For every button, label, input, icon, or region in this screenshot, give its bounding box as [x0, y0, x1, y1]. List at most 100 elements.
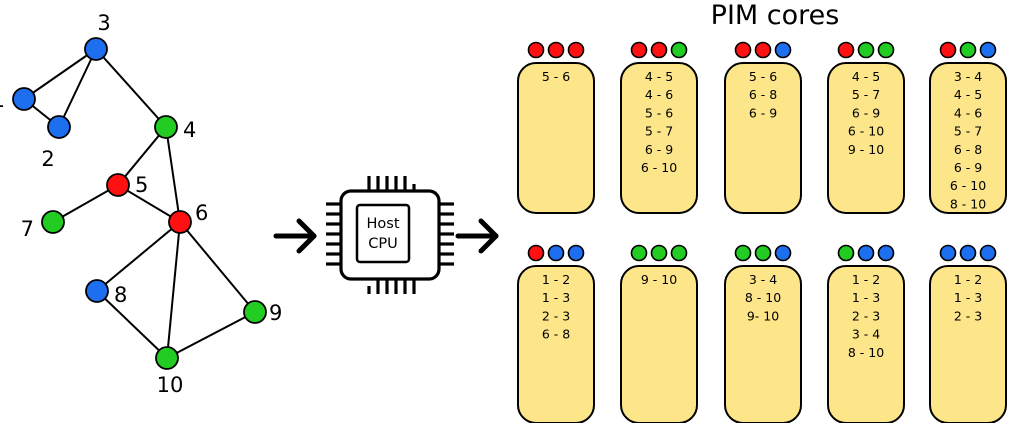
pim-core-5-color-dot-3: [979, 41, 997, 59]
graph-node-8: [85, 279, 109, 303]
graph-nodes: [12, 37, 267, 370]
pim-core-5-edge-8: 8 - 10: [950, 196, 986, 211]
arrow-host-to-cores-icon: [455, 218, 499, 254]
pim-core-6: 1 - 2 1 - 3 2 - 3 6 - 8: [517, 244, 595, 423]
graph-node-6: [168, 210, 192, 234]
pim-core-7: 9 - 10: [620, 244, 698, 423]
pim-core-4-edge-5: 9 - 10: [848, 142, 884, 157]
pim-core-2-edge-3: 5 - 6: [645, 105, 673, 120]
pim-core-8-color-dot-1: [734, 244, 752, 262]
pim-core-10-color-dot-1: [939, 244, 957, 262]
pim-core-1: 5 - 6: [517, 41, 595, 214]
graph-node-3: [84, 37, 108, 61]
pim-core-3-edge-3: 6 - 9: [749, 105, 777, 120]
pim-core-3-edge-2: 6 - 8: [749, 87, 777, 102]
graph-node-label-10: 10: [157, 373, 184, 397]
pim-core-4-color-dot-3: [877, 41, 895, 59]
pim-core-5-color-dot-2: [959, 41, 977, 59]
pim-core-2-edge-1: 4 - 5: [645, 69, 673, 84]
pim-core-10-edge-2: 1 - 3: [954, 290, 982, 305]
pim-core-9-color-dot-3: [877, 244, 895, 262]
graph-node-5: [106, 173, 130, 197]
pim-core-7-card: [620, 265, 698, 423]
pim-core-2-edge-2: 4 - 6: [645, 87, 673, 102]
arrow-graph-to-host-icon: [273, 218, 317, 254]
graph-edge-4-5: [117, 126, 167, 186]
pim-core-7-edge-1: 9 - 10: [641, 272, 677, 287]
pim-core-4: 4 - 55 - 76 - 96 - 109 - 10: [827, 41, 905, 214]
pim-core-9-color-dot-2: [857, 244, 875, 262]
pim-core-9-edge-1: 1 - 2: [852, 272, 880, 287]
pim-core-5-edge-6: 6 - 9: [954, 160, 982, 175]
graph-node-7: [41, 210, 65, 234]
pim-core-2-edge-6: 6 - 10: [641, 160, 677, 175]
graph-node-10: [155, 346, 179, 370]
pim-core-9-card: [827, 265, 905, 423]
pim-core-5-edge-3: 4 - 6: [954, 105, 982, 120]
pim-core-2: 4 - 54 - 65 - 65 - 76 - 96 - 10: [620, 41, 698, 214]
graph-edge-5-6: [117, 184, 181, 223]
pim-core-6-edge-4: 6 - 8: [542, 327, 570, 342]
pim-core-6-edge-1: 1 - 2: [542, 272, 570, 287]
graph-node-label-6: 6: [195, 201, 208, 225]
pim-core-6-color-dot-2: [547, 244, 565, 262]
pim-core-5-color-dot-1: [939, 41, 957, 59]
graph-edge-9-10: [166, 311, 256, 359]
pim-core-7-color-dot-3: [670, 244, 688, 262]
pim-core-4-card: [827, 62, 905, 214]
pim-core-4-edge-2: 5 - 7: [852, 87, 880, 102]
pim-core-5-edge-7: 6 - 10: [950, 178, 986, 193]
pim-core-8-edge-1: 3 - 4: [749, 272, 777, 287]
graph-edges: [23, 48, 256, 359]
pim-core-5-card: [929, 62, 1007, 214]
graph-node-4: [154, 115, 178, 139]
graph-node-1: [12, 87, 36, 111]
graph-edge-4-6: [165, 126, 181, 223]
pim-core-9-edge-4: 3 - 4: [852, 327, 880, 342]
pim-core-8-card: [724, 265, 802, 423]
graph-node-label-7: 7: [21, 217, 34, 241]
graph-edge-3-4: [95, 48, 167, 128]
pim-core-1-edge-1: 5 - 6: [542, 69, 570, 84]
pim-core-8-edge-2: 8 - 10: [745, 290, 781, 305]
pim-core-1-color-dot-1: [527, 41, 545, 59]
graph-edge-2-3: [58, 48, 97, 128]
pim-core-10-color-dot-2: [959, 244, 977, 262]
pim-core-5: 3 - 44 - 54 - 65 - 76 - 86 - 96 - 108 - …: [929, 41, 1007, 214]
pim-core-6-edge-2: 1 - 3: [542, 290, 570, 305]
graph-labels: 12345678910: [0, 11, 282, 397]
pim-core-8-color-dot-3: [774, 244, 792, 262]
pim-core-9: 1 - 21 - 32 - 33 - 48 - 10: [827, 244, 905, 423]
pim-core-2-color-dot-1: [630, 41, 648, 59]
pim-core-9-color-dot-1: [837, 244, 855, 262]
pim-core-7-color-dot-2: [650, 244, 668, 262]
pim-cores-title: PIM cores: [711, 0, 840, 31]
pim-core-1-card: [517, 62, 595, 214]
pim-core-3-color-dot-2: [754, 41, 772, 59]
pim-core-4-color-dot-1: [837, 41, 855, 59]
graph-node-2: [47, 115, 71, 139]
pim-core-4-edge-4: 6 - 10: [848, 124, 884, 139]
graph-edge-6-9: [179, 221, 256, 313]
pim-core-3-card: [724, 62, 802, 214]
pim-core-5-edge-2: 4 - 5: [954, 87, 982, 102]
pim-core-2-card: [620, 62, 698, 214]
pim-core-10-edge-1: 1 - 2: [954, 272, 982, 287]
pim-core-1-color-dot-3: [567, 41, 585, 59]
host-label-line1: Host: [366, 216, 399, 232]
graph-edge-6-10: [166, 221, 181, 359]
graph-node-9: [243, 300, 267, 324]
pim-core-3-color-dot-3: [774, 41, 792, 59]
pim-core-8-color-dot-2: [754, 244, 772, 262]
pim-core-5-edge-5: 6 - 8: [954, 142, 982, 157]
graph-node-label-5: 5: [135, 173, 148, 197]
pim-core-2-edge-4: 5 - 7: [645, 124, 673, 139]
pim-core-3-edge-1: 5 - 6: [749, 69, 777, 84]
pim-core-4-edge-3: 6 - 9: [852, 105, 880, 120]
graph-edge-8-10: [96, 290, 168, 359]
pim-core-6-edge-3: 2 - 3: [542, 308, 570, 323]
pim-core-6-color-dot-1: [527, 244, 545, 262]
pim-core-9-edge-3: 2 - 3: [852, 308, 880, 323]
pim-core-2-color-dot-2: [650, 41, 668, 59]
